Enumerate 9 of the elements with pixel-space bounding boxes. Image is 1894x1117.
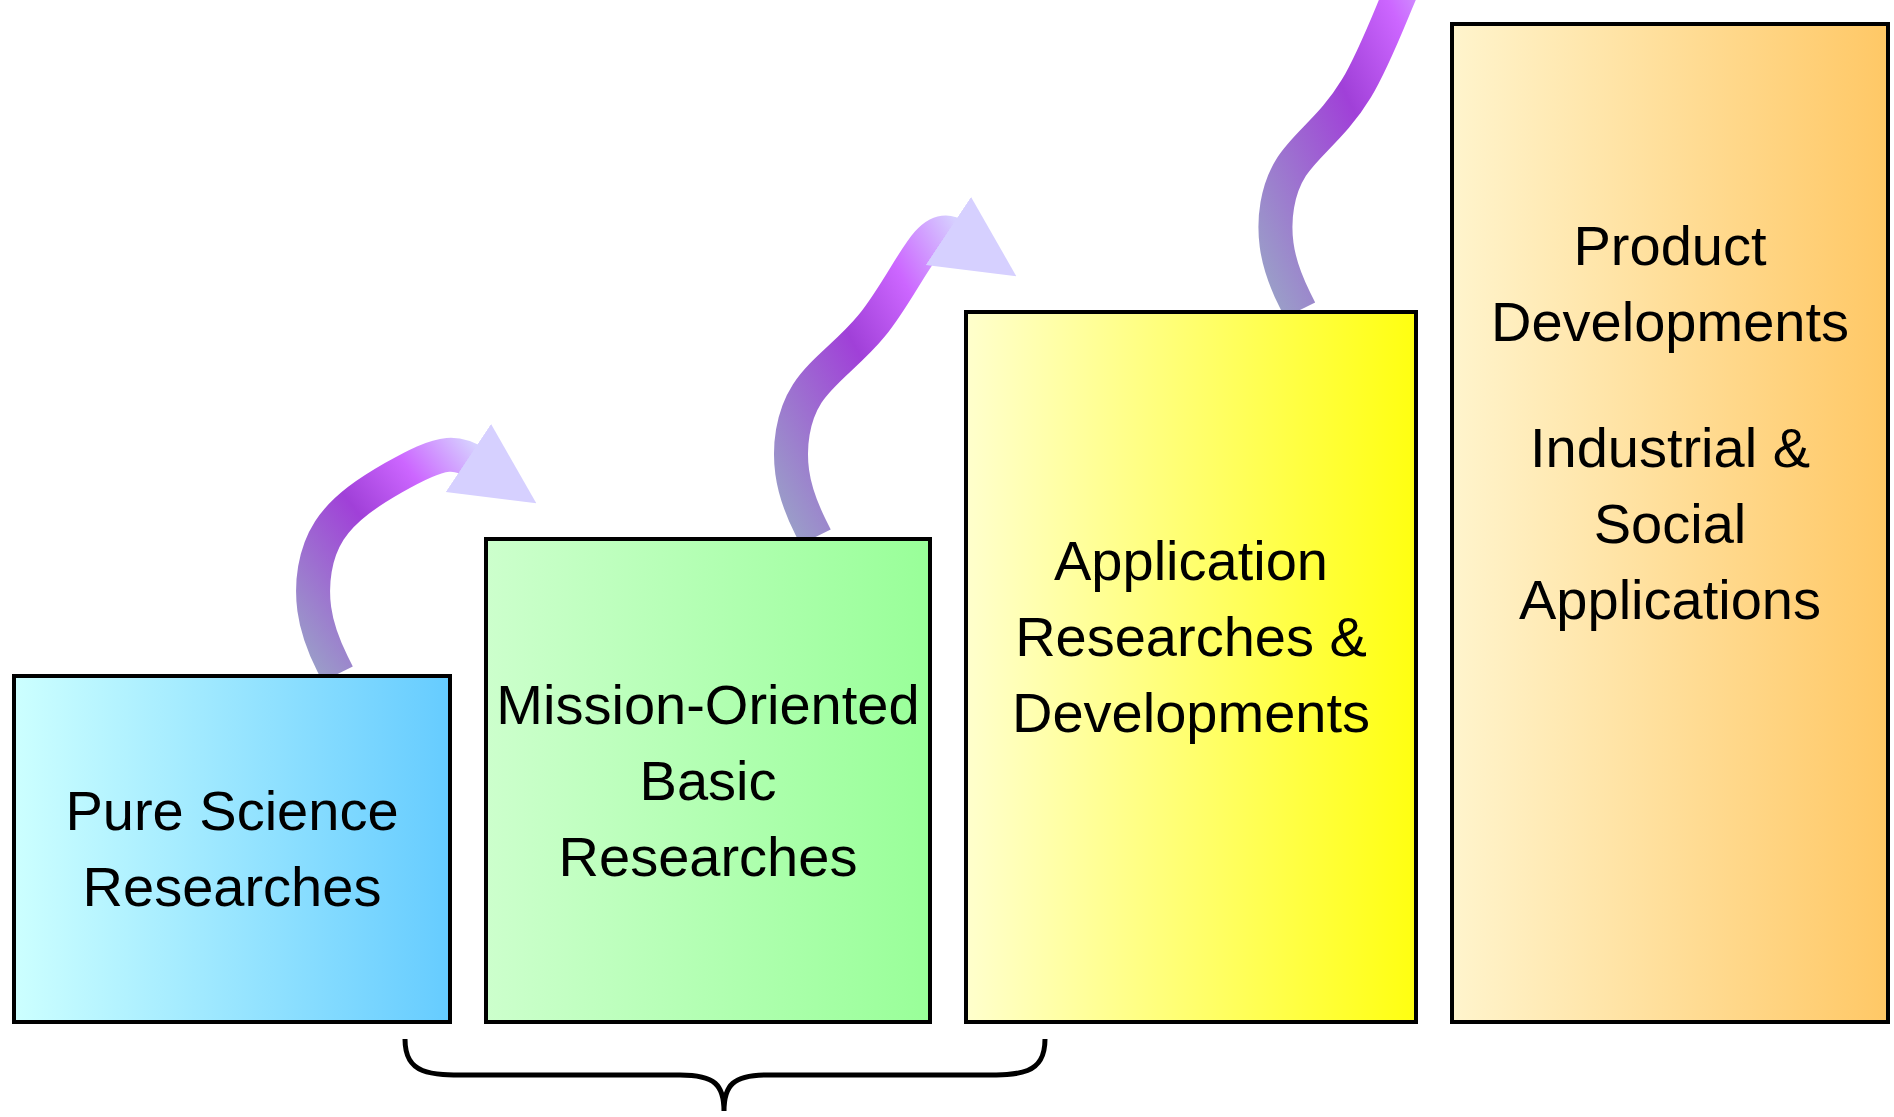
- step-box: [12, 674, 452, 1024]
- step-box: [1450, 22, 1890, 1024]
- box-label: Product Developments: [1490, 213, 1850, 355]
- box-label: Mission-Oriented Basic Researches: [495, 671, 921, 890]
- step-box: [484, 537, 932, 1024]
- step-box: [964, 310, 1418, 1024]
- box-label: Industrial & Social Applications: [1518, 415, 1822, 633]
- box-label: Pure Science Researches: [64, 778, 400, 920]
- box-label: Application Researches & Developments: [1011, 528, 1371, 746]
